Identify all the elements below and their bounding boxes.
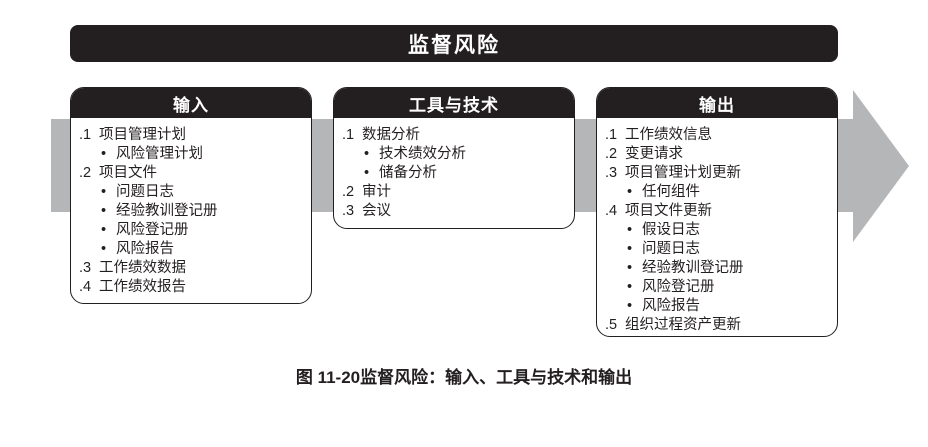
list-item-label: 问题日志 — [116, 184, 174, 200]
list-item: • 假设日志 — [605, 221, 831, 240]
list-item: .1 数据分析 — [342, 126, 568, 145]
item-number: .3 — [605, 165, 618, 181]
list-item: • 技术绩效分析 — [342, 145, 568, 164]
bullet-icon: • — [101, 203, 107, 219]
process-title-bar: 监督风险 — [70, 25, 838, 62]
list-item-label: 风险报告 — [642, 298, 700, 314]
list-item: .2 项目文件 — [79, 164, 305, 183]
item-number: .4 — [605, 203, 618, 219]
list-item: • 风险报告 — [605, 297, 831, 316]
list-item: .4 项目文件更新 — [605, 202, 831, 221]
list-item-label: 风险报告 — [116, 241, 174, 257]
item-number: .5 — [605, 317, 618, 333]
outputs-box-header: 输出 — [597, 88, 837, 118]
bullet-icon: • — [364, 165, 370, 181]
item-number: .2 — [605, 146, 618, 162]
list-item: • 风险登记册 — [79, 221, 305, 240]
list-item: .5 组织过程资产更新 — [605, 316, 831, 335]
tools-techniques-box: 工具与技术 .1 数据分析 • 技术绩效分析 • 储备分析 .2 审计 .3 会议 — [333, 87, 575, 229]
list-item-label: 经验教训登记册 — [642, 260, 744, 276]
list-item: • 经验教训登记册 — [79, 202, 305, 221]
inputs-box: 输入 .1 项目管理计划 • 风险管理计划 .2 项目文件 • 问题日志 • 经验教训登记册 • 风险… — [70, 87, 312, 304]
list-item-label: 储备分析 — [379, 165, 437, 181]
item-number: .1 — [342, 127, 355, 143]
list-item: • 任何组件 — [605, 183, 831, 202]
bullet-icon: • — [101, 222, 107, 238]
list-item: .3 会议 — [342, 202, 568, 221]
figure-caption: 图 11-20监督风险：输入、工具与技术和输出 — [295, 368, 633, 387]
outputs-list: .1 工作绩效信息 .2 变更请求 .3 项目管理计划更新 • 任何组件 .4 项目文件更新 • 假设… — [597, 118, 837, 335]
list-item: .2 审计 — [342, 183, 568, 202]
tools-techniques-list: .1 数据分析 • 技术绩效分析 • 储备分析 .2 审计 .3 会议 — [334, 118, 574, 221]
list-item: • 储备分析 — [342, 164, 568, 183]
list-item-label: 变更请求 — [625, 146, 683, 162]
list-item-label: 问题日志 — [642, 241, 700, 257]
process-title: 监督风险 — [408, 33, 500, 57]
list-item: • 问题日志 — [79, 183, 305, 202]
list-item: .2 变更请求 — [605, 145, 831, 164]
inputs-box-header: 输入 — [71, 88, 311, 118]
outputs-box: 输出 .1 工作绩效信息 .2 变更请求 .3 项目管理计划更新 • 任何组件 .4 项目文件更新… — [596, 87, 838, 337]
list-item-label: 风险登记册 — [642, 279, 715, 295]
tools-techniques-box-title: 工具与技术 — [409, 95, 499, 115]
list-item: .4 工作绩效报告 — [79, 278, 305, 297]
list-item-label: 数据分析 — [362, 127, 420, 143]
bullet-icon: • — [627, 184, 633, 200]
list-item-label: 风险登记册 — [116, 222, 189, 238]
item-number: .1 — [605, 127, 618, 143]
list-item: • 风险报告 — [79, 240, 305, 259]
list-item-label: 项目文件更新 — [625, 203, 712, 219]
bullet-icon: • — [627, 279, 633, 295]
list-item-label: 组织过程资产更新 — [625, 317, 741, 333]
list-item: • 问题日志 — [605, 240, 831, 259]
bullet-icon: • — [101, 241, 107, 257]
item-number: .1 — [79, 127, 92, 143]
list-item-label: 假设日志 — [642, 222, 700, 238]
list-item: .1 工作绩效信息 — [605, 126, 831, 145]
inputs-list: .1 项目管理计划 • 风险管理计划 .2 项目文件 • 问题日志 • 经验教训登记册 • 风险登记册… — [71, 118, 311, 297]
bullet-icon: • — [627, 260, 633, 276]
list-item: • 经验教训登记册 — [605, 259, 831, 278]
list-item-label: 项目文件 — [99, 165, 157, 181]
inputs-box-title: 输入 — [173, 95, 209, 115]
bullet-icon: • — [627, 298, 633, 314]
item-number: .3 — [342, 203, 355, 219]
bullet-icon: • — [101, 184, 107, 200]
list-item: .3 工作绩效数据 — [79, 259, 305, 278]
list-item: • 风险登记册 — [605, 278, 831, 297]
outputs-box-title: 输出 — [699, 95, 735, 115]
list-item-label: 工作绩效数据 — [99, 260, 186, 276]
list-item-label: 审计 — [362, 184, 391, 200]
bullet-icon: • — [101, 146, 107, 162]
list-item-label: 经验教训登记册 — [116, 203, 218, 219]
list-item-label: 工作绩效信息 — [625, 127, 712, 143]
list-item-label: 任何组件 — [642, 184, 700, 200]
bullet-icon: • — [627, 222, 633, 238]
bullet-icon: • — [627, 241, 633, 257]
list-item-label: 技术绩效分析 — [379, 146, 466, 162]
tools-techniques-box-header: 工具与技术 — [334, 88, 574, 118]
list-item-label: 项目管理计划 — [99, 127, 186, 143]
list-item-label: 风险管理计划 — [116, 146, 203, 162]
list-item: .1 项目管理计划 — [79, 126, 305, 145]
arrow-right-icon — [853, 90, 909, 242]
item-number: .3 — [79, 260, 92, 276]
list-item: .3 项目管理计划更新 — [605, 164, 831, 183]
list-item-label: 会议 — [362, 203, 391, 219]
bullet-icon: • — [364, 146, 370, 162]
list-item-label: 工作绩效报告 — [99, 279, 186, 295]
item-number: .4 — [79, 279, 92, 295]
item-number: .2 — [342, 184, 355, 200]
item-number: .2 — [79, 165, 92, 181]
list-item: • 风险管理计划 — [79, 145, 305, 164]
list-item-label: 项目管理计划更新 — [625, 165, 741, 181]
